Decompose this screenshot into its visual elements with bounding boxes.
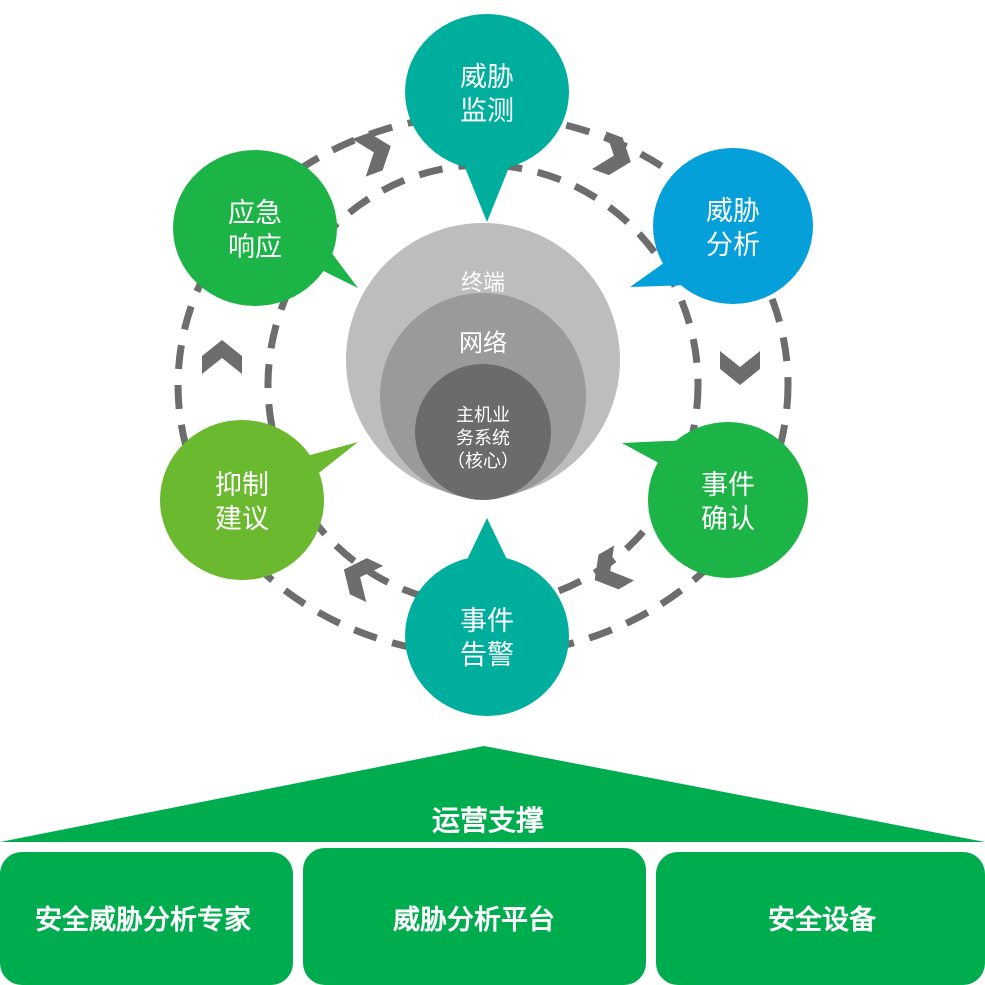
- bubble-label-line2: 告警: [460, 640, 514, 671]
- bubble-label-line1: 事件: [460, 606, 514, 637]
- bubble-body: [405, 14, 569, 170]
- bubble-pointer: [630, 260, 690, 287]
- core-label-network: 网络: [459, 329, 507, 357]
- bubble-label-line1: 应急: [228, 198, 282, 229]
- support-pillar-devices: [656, 852, 985, 985]
- core-label-inner-3: （核心）: [447, 451, 519, 472]
- bubble-body: [160, 420, 324, 580]
- bubble-pointer: [462, 160, 512, 222]
- bubble-body: [405, 556, 569, 716]
- bubble-label-line2: 建议: [215, 504, 269, 535]
- bubble-label-line1: 威胁: [706, 196, 760, 227]
- core-label-inner-1: 主机业: [456, 405, 510, 426]
- support-roof-label: 运营支撑: [432, 804, 544, 837]
- support-pillar-label-devices: 安全设备: [768, 904, 877, 936]
- bubble-label-line2: 分析: [706, 230, 760, 261]
- core-layers: 终端 网络 主机业 务系统 （核心）: [346, 223, 620, 500]
- bubble-label-line1: 事件: [701, 470, 755, 501]
- support-pillar-experts: [0, 852, 293, 985]
- bubble-label-line2: 监测: [460, 96, 514, 127]
- bubble-body: [173, 150, 337, 306]
- core-label-inner-2: 务系统: [456, 428, 510, 449]
- support-pillar-label-platform: 威胁分析平台: [393, 904, 555, 936]
- chevron-arrow-icon: [202, 340, 242, 374]
- bubble-label-line1: 抑制: [215, 470, 269, 501]
- chevron-arrow-icon: [352, 132, 391, 177]
- core-label-endpoint: 终端: [461, 271, 505, 296]
- chevron-arrow-icon: [720, 351, 760, 385]
- support-base: 运营支撑 安全威胁分析专家 威胁分析平台 安全设备: [0, 746, 985, 985]
- support-pillar-label-experts: 安全威胁分析专家: [35, 904, 251, 936]
- stage-bubble-threat-analysis: 威胁分析: [630, 148, 813, 304]
- support-pillar-platform: [303, 848, 646, 985]
- bubble-label-line2: 确认: [701, 504, 755, 535]
- bubble-body: [653, 148, 813, 304]
- core-layer-host-business: [415, 364, 551, 500]
- chevron-arrow-icon: [343, 558, 384, 603]
- support-roof: [0, 746, 985, 842]
- chevron-arrow-icon: [592, 131, 631, 176]
- bubble-label-line1: 威胁: [460, 62, 514, 93]
- chevron-arrow-icon: [594, 545, 635, 590]
- bubble-label-line2: 响应: [228, 232, 282, 263]
- cycle-chevrons: [202, 131, 760, 603]
- bubble-body: [648, 422, 808, 578]
